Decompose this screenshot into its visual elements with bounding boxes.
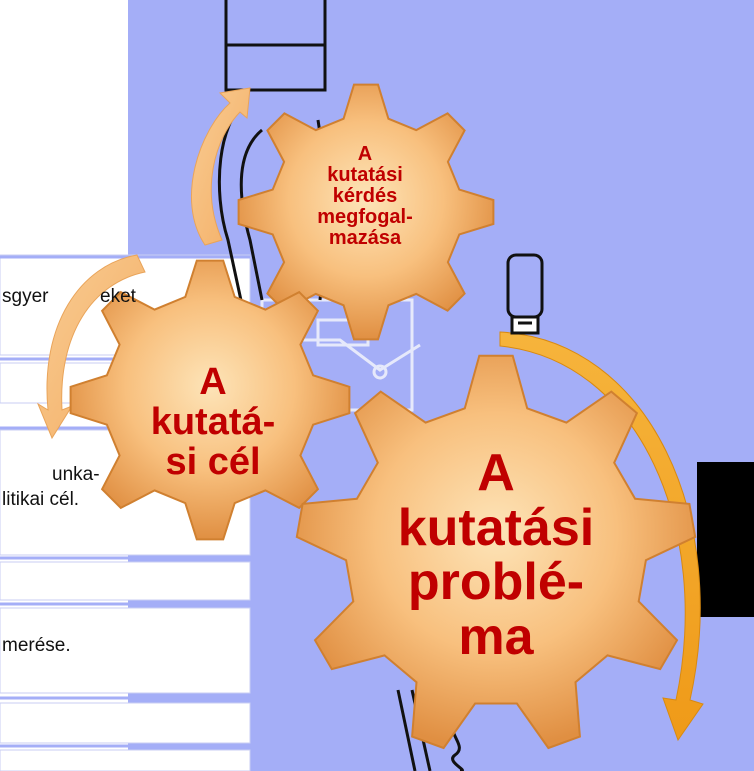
gear-medium-line-3: si cél — [165, 440, 261, 483]
gear-small-line-3: kérdés — [332, 185, 398, 207]
fragment-text-3: unka- — [52, 464, 100, 485]
gear-large-line-1: A — [477, 444, 515, 502]
fragment-text-1: sgyer — [2, 286, 49, 307]
gear-small-line-4: megfogal- — [317, 206, 413, 228]
gear-large-line-2: kutatási — [397, 498, 595, 557]
gear-medium-label: A kutatá- si cél — [123, 361, 303, 483]
gear-large-line-4: ma — [458, 607, 534, 666]
fragment-text-2: eket — [100, 286, 136, 307]
gear-small — [237, 83, 495, 341]
gear-small-label: A kutatási kérdés megfogal- mazása — [290, 144, 440, 249]
gear-medium-line-2: kutatá- — [150, 400, 276, 443]
gear-large-label: A kutatási problé- ma — [366, 446, 626, 664]
fragment-text-5: merése. — [2, 635, 71, 656]
curved-arrow-left — [36, 254, 146, 440]
gear-medium — [69, 259, 351, 541]
black-block — [697, 462, 754, 617]
gear-small-line-1: A — [357, 143, 373, 165]
gear-large-line-3: problé- — [407, 553, 585, 612]
curved-arrow-top — [190, 87, 251, 246]
fragment-text-4: litikai cél. — [2, 489, 80, 510]
usb-drive-icon — [506, 253, 544, 335]
gear-small-line-5: mazása — [328, 227, 402, 249]
gear-large — [295, 354, 697, 750]
gear-medium-line-1: A — [199, 361, 227, 403]
gear-small-line-2: kutatási — [327, 164, 403, 186]
